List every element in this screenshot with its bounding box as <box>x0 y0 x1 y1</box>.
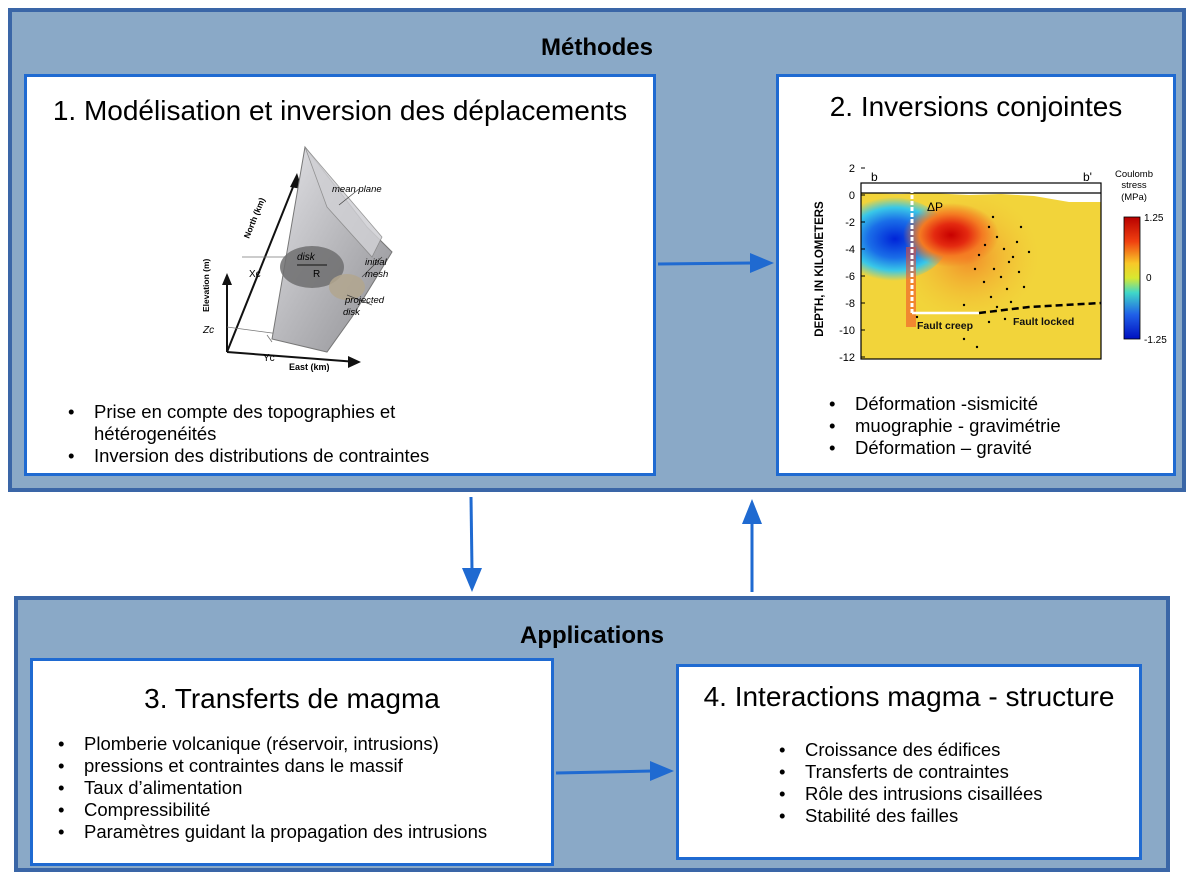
east-axis-arrowhead <box>348 356 361 368</box>
initial-label: initial <box>365 257 388 268</box>
elevation-axis-label: Elevation (m) <box>201 258 211 312</box>
bullet-item: Transferts de contraintes <box>773 761 1133 783</box>
y-tick-label: -12 <box>839 352 855 364</box>
fault-locked-label: Fault locked <box>1013 316 1074 328</box>
panel-2-title: 2. Inversions conjointes <box>829 91 1123 122</box>
panel-4-bullets: Croissance des édifices Transferts de co… <box>773 739 1133 827</box>
disk <box>280 246 344 288</box>
bullet-item: Croissance des édifices <box>773 739 1133 761</box>
arrow-applications-to-methods-head <box>742 499 762 524</box>
yc-label: Yc <box>263 353 275 364</box>
colorbar-tick-label: 1.25 <box>1144 213 1164 224</box>
colorbar-title-1: Coulomb <box>1115 169 1153 180</box>
bullet-item: Rôle des intrusions cisaillées <box>773 783 1133 805</box>
y-tick-label: -10 <box>839 325 855 337</box>
projected-disk <box>329 274 365 300</box>
disk-label: disk <box>297 252 316 263</box>
y-axis-ticks <box>861 167 865 358</box>
panel-3-bullets: Plomberie volcanique (réservoir, intrusi… <box>52 733 552 843</box>
bullet-item: muographie - gravimétrie <box>823 415 1163 437</box>
colorbar-tick-label: 0 <box>1146 273 1152 284</box>
bullet-item: Inversion des distributions de contraint… <box>62 445 522 467</box>
coulomb-stress-figure: 2 0 -2 -4 -6 -8 -10 -12 DEPTH, IN KILOME… <box>814 163 1167 364</box>
colorbar-title-3: (MPa) <box>1121 192 1147 203</box>
east-axis-label: East (km) <box>289 362 330 372</box>
projected-label: projected <box>344 295 385 306</box>
mean-plane <box>304 146 383 258</box>
y-tick-label: -2 <box>845 217 855 229</box>
panel-2-bullets: Déformation -sismicité muographie - grav… <box>823 393 1163 459</box>
label-b: b <box>871 170 878 184</box>
panel-magma-structure: 4. Interactions magma - structure Croiss… <box>676 664 1142 860</box>
radius-label: R <box>313 269 320 280</box>
colorbar <box>1123 216 1141 340</box>
east-axis <box>226 351 358 363</box>
bullet-item: Plomberie volcanique (réservoir, intrusi… <box>52 733 552 755</box>
bullet-item: Déformation – gravité <box>823 437 1163 459</box>
bullet-item: Stabilité des failles <box>773 805 1133 827</box>
y-tick-label: 2 <box>849 163 855 175</box>
mean-plane-label: mean plane <box>332 184 382 195</box>
panel-1-bullets: Prise en compte des topographies et hété… <box>62 401 522 467</box>
xc-label: Xc <box>249 269 261 280</box>
panel-magma-transfers: 3. Transferts de magma Plomberie volcani… <box>30 658 554 866</box>
north-axis-label: North (km) <box>242 196 267 240</box>
y-tick-label: -8 <box>845 298 855 310</box>
y-tick-label: -4 <box>845 244 855 256</box>
bullet-item: Prise en compte des topographies et hété… <box>62 401 522 445</box>
bullet-item: Déformation -sismicité <box>823 393 1163 415</box>
bullet-item: Compressibilité <box>52 799 552 821</box>
colorbar-title-2: stress <box>1121 180 1147 191</box>
projected-disk-label: disk <box>343 307 361 318</box>
arrow-methods-to-applications <box>469 496 474 571</box>
panel-3-title: 3. Transferts de magma <box>144 683 440 714</box>
bullet-item: Taux d’alimentation <box>52 777 552 799</box>
panel-1-title: 1. Modélisation et inversion des déplace… <box>52 95 628 126</box>
delta-p-label: ΔP <box>927 200 943 214</box>
y-tick-label: -6 <box>845 271 855 283</box>
panel-4-title: 4. Interactions magma - structure <box>703 681 1115 712</box>
elevation-axis-arrowhead <box>222 273 232 285</box>
methods-title: Méthodes <box>540 34 653 61</box>
fault-creep-label: Fault creep <box>917 320 973 332</box>
seismicity-dots <box>915 215 1031 349</box>
fault-locked-line <box>978 301 1102 315</box>
red-hotspot <box>903 203 999 267</box>
y-tick-label: 0 <box>849 190 855 202</box>
plot-frame <box>860 182 1102 360</box>
zc-label: Zc <box>202 325 214 336</box>
callout-lines <box>338 188 383 306</box>
y-axis-title: DEPTH, IN KILOMETERS <box>814 201 826 337</box>
label-b-prime: b' <box>1083 170 1092 184</box>
colorbar-tick-label: -1.25 <box>1144 335 1167 346</box>
arrow-methods-to-applications-head <box>462 568 482 592</box>
mesh-label: mesh <box>365 269 388 280</box>
bullet-item: pressions et contraintes dans le massif <box>52 755 552 777</box>
bullet-item: Paramètres guidant la propagation des in… <box>52 821 552 843</box>
panel-joint-inversions: 2. Inversions conjointes <box>776 74 1176 476</box>
applications-title: Applications <box>519 622 664 649</box>
panel-displacement-modeling: 1. Modélisation et inversion des déplace… <box>24 74 656 476</box>
north-axis <box>226 176 298 353</box>
disk-mesh-figure: mean plane North (km) Elevation (m) East… <box>201 145 393 372</box>
